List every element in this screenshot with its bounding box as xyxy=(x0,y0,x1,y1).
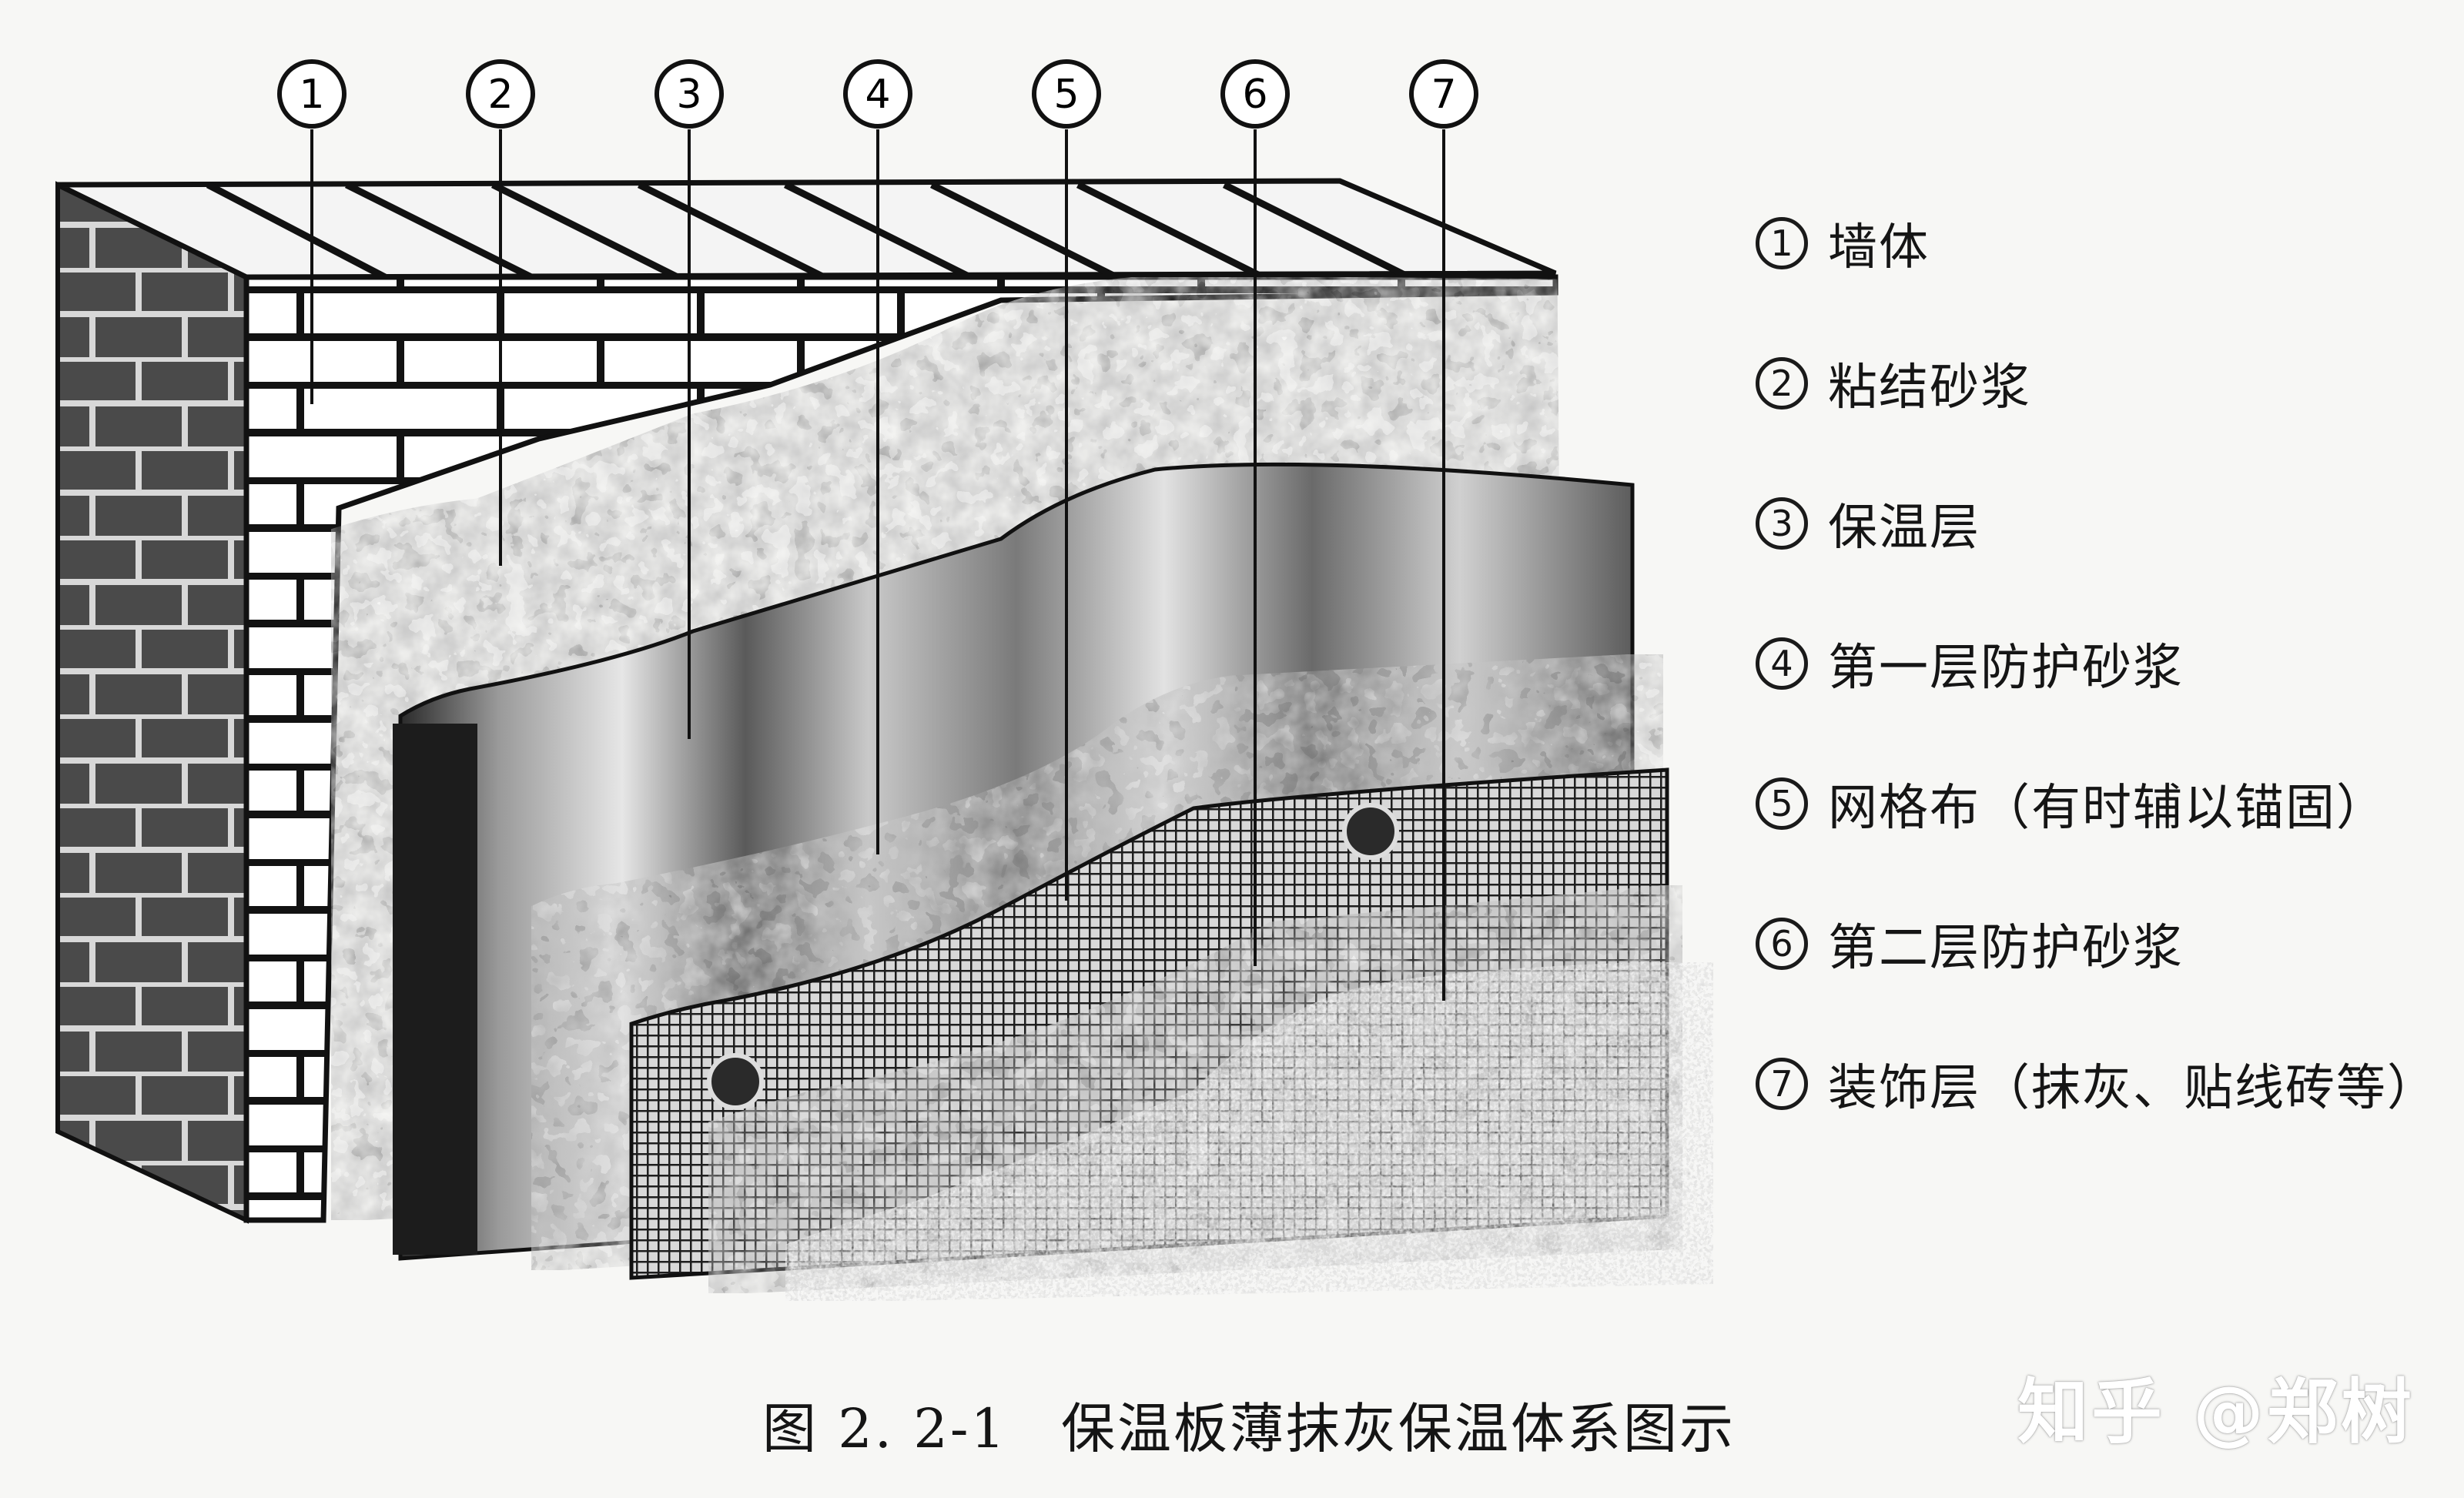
legend-label: 粘结砂浆 xyxy=(1828,359,2031,416)
legend-number: 2 xyxy=(1756,357,1808,410)
legend-label: 网格布（有时辅以锚固） xyxy=(1828,780,2387,837)
legend-number: 1 xyxy=(1756,217,1808,269)
figure-title: 保温板薄抹灰保温体系图示 xyxy=(1061,1397,1736,1460)
callout-4: 4 xyxy=(865,72,890,118)
legend-number: 3 xyxy=(1756,497,1808,550)
callout-numbers: 1 2 3 4 5 6 7 xyxy=(277,59,1478,129)
anchor-icon xyxy=(1342,803,1399,860)
insulation-edge-shadow xyxy=(393,724,477,1255)
legend-item-first-protective-mortar: 4 第一层防护砂浆 xyxy=(1756,628,2184,699)
callout-7: 7 xyxy=(1431,72,1456,118)
callout-3: 3 xyxy=(676,72,701,118)
anchor-icon xyxy=(707,1053,764,1110)
leader-lines xyxy=(310,129,1445,1001)
legend-item-second-protective-mortar: 6 第二层防护砂浆 xyxy=(1756,908,2184,979)
legend-number: 5 xyxy=(1756,777,1808,830)
legend-item-decorative-finish: 7 装饰层（抹灰、贴线砖等） xyxy=(1756,1048,2438,1119)
callout-2: 2 xyxy=(487,72,513,118)
legend-number: 7 xyxy=(1756,1058,1808,1110)
callout-1: 1 xyxy=(299,72,324,118)
legend-label: 第二层防护砂浆 xyxy=(1828,920,2184,977)
legend-item-mesh: 5 网格布（有时辅以锚固） xyxy=(1756,768,2387,839)
legend-item-insulation: 3 保温层 xyxy=(1756,488,1980,559)
layer-decorative-finish xyxy=(783,959,1716,1304)
legend-number: 6 xyxy=(1756,918,1808,970)
figure-number: 图 2. 2-1 xyxy=(762,1397,1008,1460)
legend-label: 第一层防护砂浆 xyxy=(1828,640,2184,697)
callout-5: 5 xyxy=(1053,72,1079,118)
watermark: 知乎 @郑树 xyxy=(2017,1371,2415,1453)
legend-label: 装饰层（抹灰、贴线砖等） xyxy=(1828,1060,2438,1117)
legend-number: 4 xyxy=(1756,637,1808,690)
callout-6: 6 xyxy=(1242,72,1267,118)
figure-caption: 图 2. 2-1 保温板薄抹灰保温体系图示 xyxy=(762,1386,1736,1463)
legend-item-wall: 1 墙体 xyxy=(1756,208,1930,279)
legend-label: 墙体 xyxy=(1828,219,1930,276)
legend-label: 保温层 xyxy=(1828,500,1980,557)
legend-item-adhesive-mortar: 2 粘结砂浆 xyxy=(1756,348,2031,419)
